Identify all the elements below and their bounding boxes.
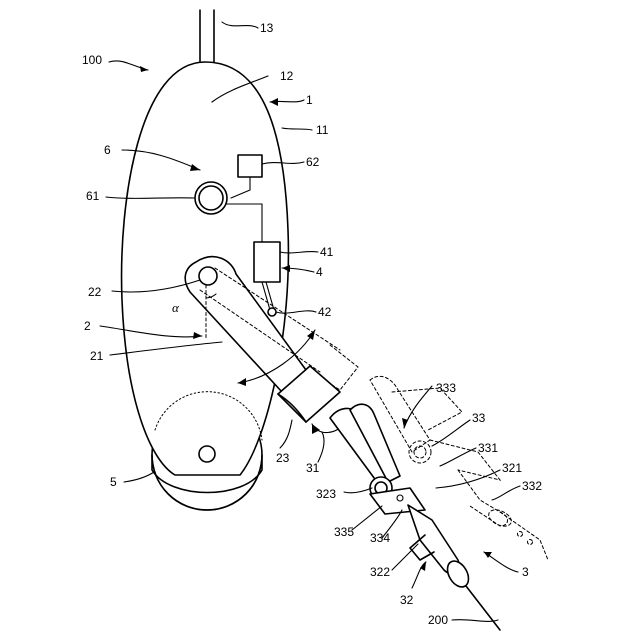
label-100: 100	[82, 53, 102, 67]
label-1: 1	[306, 93, 313, 107]
label-3: 3	[522, 565, 529, 579]
label-61: 61	[86, 189, 100, 203]
label-200: 200	[428, 613, 448, 627]
label-33: 33	[472, 411, 486, 425]
label-21: 21	[90, 349, 104, 363]
label-32: 32	[400, 593, 414, 607]
label-2: 2	[84, 319, 91, 333]
label-42: 42	[318, 305, 332, 319]
label-11: 11	[316, 123, 329, 137]
label-alpha: α	[172, 300, 180, 315]
label-5: 5	[110, 475, 117, 489]
label-23: 23	[276, 451, 290, 465]
label-335: 335	[334, 525, 354, 539]
label-323: 323	[316, 487, 336, 501]
label-332: 332	[522, 479, 542, 493]
label-333: 333	[436, 381, 456, 395]
label-6: 6	[104, 143, 111, 157]
label-12: 12	[280, 69, 294, 83]
label-13: 13	[260, 21, 274, 35]
label-322: 322	[370, 565, 390, 579]
label-331: 331	[478, 441, 498, 455]
label-41: 41	[320, 245, 334, 259]
label-62: 62	[306, 155, 320, 169]
label-321: 321	[502, 461, 522, 475]
label-4: 4	[316, 265, 323, 279]
label-31: 31	[306, 461, 320, 475]
label-22: 22	[88, 285, 102, 299]
label-334: 334	[370, 531, 390, 545]
